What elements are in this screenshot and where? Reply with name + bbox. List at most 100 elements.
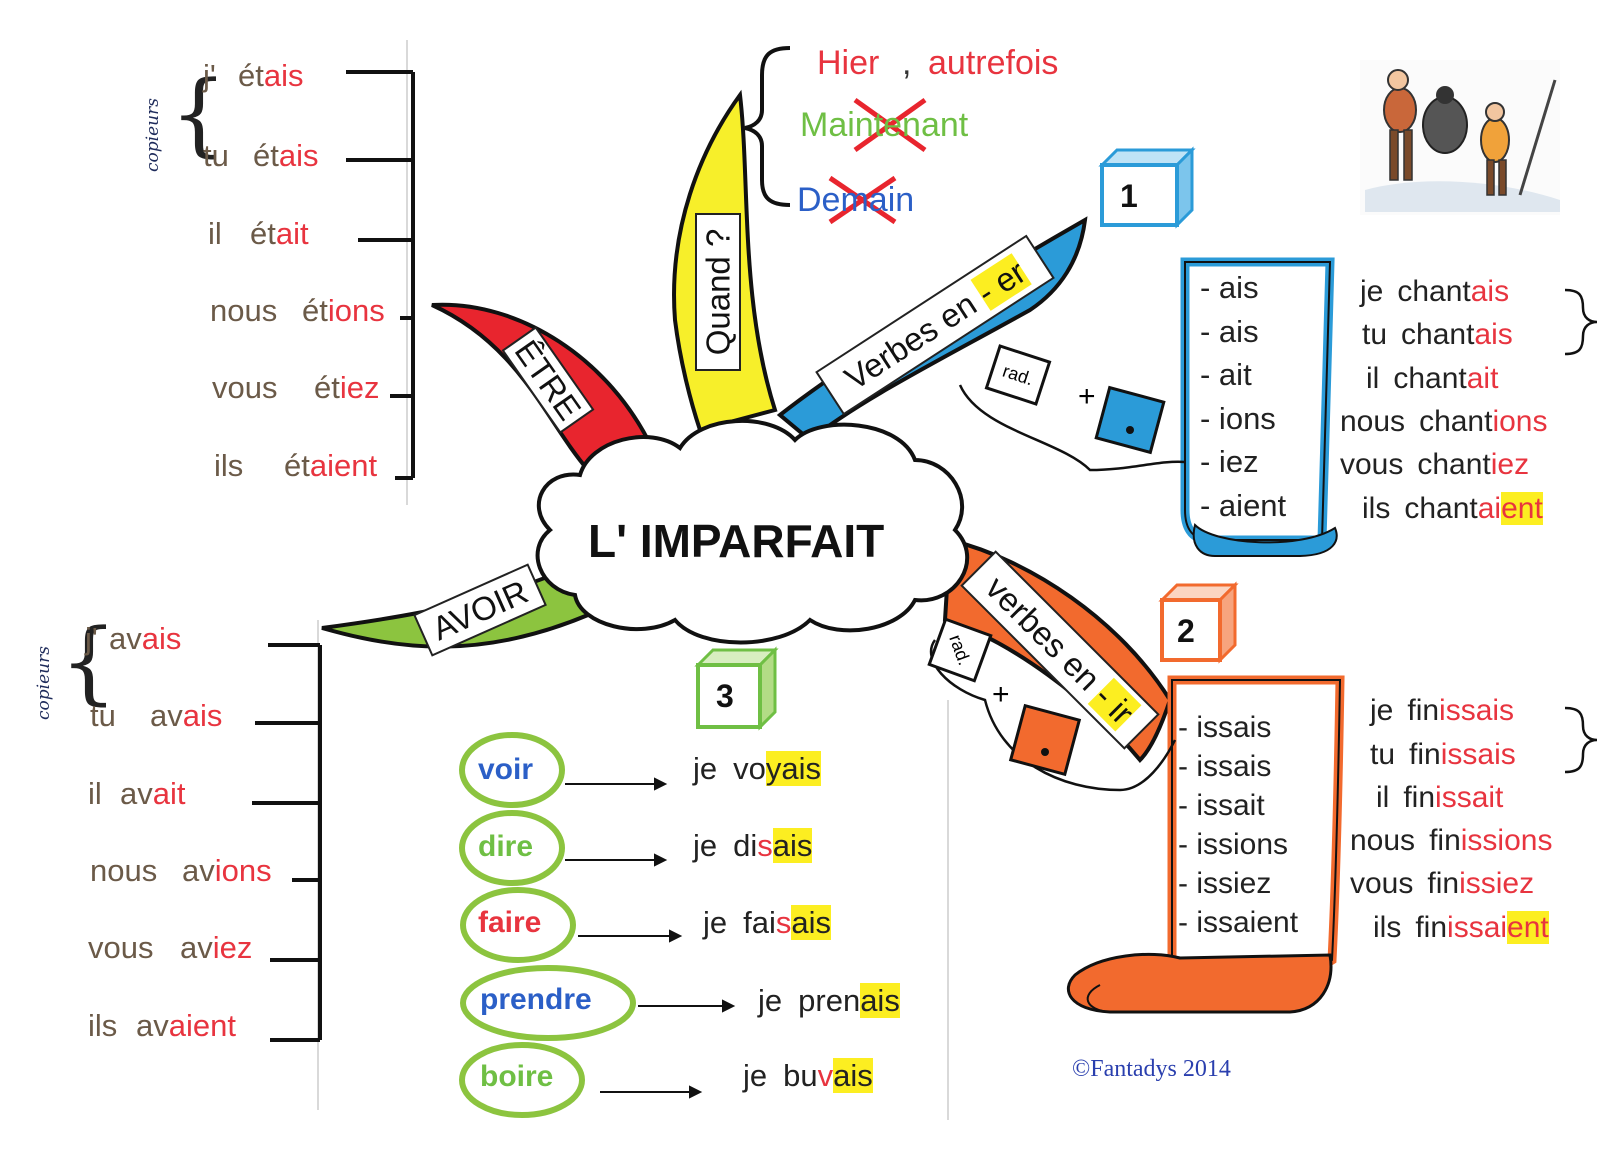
irregular-pronoun: je	[703, 905, 728, 940]
avoir-verb: avions	[182, 855, 272, 886]
avoir-verb: avais	[150, 700, 222, 731]
cube-2-number: 2	[1177, 613, 1195, 649]
avoir-copieurs-note: copieurs	[34, 646, 54, 720]
er-ending: ait	[1466, 362, 1499, 395]
avoir-ending: ais	[141, 621, 182, 656]
quand-brace	[744, 46, 791, 207]
irregular-stem: vo	[733, 751, 766, 786]
etre-ending: ions	[327, 293, 385, 328]
er-endings-scroll	[1180, 257, 1338, 557]
ir-ending: issiez	[1459, 867, 1535, 900]
irregular-infinitive: prendre	[480, 983, 592, 1016]
avoir-bracket	[252, 643, 322, 1042]
irregular-ovals	[459, 732, 636, 1118]
irregular-consonant: s	[757, 828, 773, 863]
word-demain: Demain	[797, 181, 915, 219]
word-maintenant: Maintenant	[800, 106, 969, 144]
avoir-pronoun: il	[88, 776, 102, 811]
ir-pronoun: ils	[1373, 911, 1402, 944]
travellers-illustration	[1360, 60, 1560, 215]
avoir-stem: av	[182, 853, 215, 888]
etre-label-box	[501, 326, 595, 434]
irregular-pronoun: je	[758, 983, 783, 1018]
etre-pronoun: vous	[212, 370, 278, 405]
irregular-ending: yais	[765, 751, 822, 786]
er-ending: ions	[1492, 405, 1548, 438]
avoir-pronoun: j'	[85, 621, 98, 656]
irregular-infinitive: faire	[478, 906, 542, 939]
ir-ending-item: - issais	[1178, 750, 1272, 783]
ir-ending-highlight: ent	[1507, 911, 1549, 944]
etre-pronoun: nous	[210, 293, 278, 328]
ir-pronoun: il	[1376, 781, 1390, 814]
ir-ending-item: - issais	[1178, 711, 1272, 744]
avoir-ending: aient	[168, 1008, 236, 1043]
er-puzzle-icon	[958, 344, 1186, 472]
ir-stem: fin	[1427, 867, 1460, 900]
etre-pronoun: j'	[203, 58, 216, 93]
ir-ending: issai	[1447, 911, 1508, 944]
er-ending-item: - iez	[1200, 444, 1259, 479]
er-ending-item: - ions	[1200, 400, 1276, 436]
ir-stem: fin	[1429, 824, 1461, 857]
etre-copieurs-note: copieurs	[143, 98, 163, 172]
er-ending-item: - ais	[1200, 270, 1259, 305]
irregular-consonant: v	[817, 1058, 834, 1093]
er-pronoun: il	[1366, 362, 1380, 395]
copyright: ©Fantadys 2014	[1072, 1056, 1231, 1082]
irregular-ending: ais	[860, 983, 900, 1018]
cube-3-icon	[694, 646, 779, 731]
ir-pronoun: je	[1370, 694, 1394, 727]
etre-copieurs-brace: {	[170, 62, 228, 167]
ir-ending: issais	[1439, 694, 1515, 727]
er-stem: chant	[1417, 448, 1491, 481]
cross-demain-icon	[828, 175, 897, 225]
etre-verb: étais	[238, 60, 304, 91]
ir-pronoun: vous	[1350, 867, 1414, 900]
etre-verb: étaient	[284, 450, 377, 481]
cube-1-icon	[1098, 146, 1196, 229]
avoir-verb: aviez	[180, 932, 252, 963]
ir-pronoun: tu	[1370, 738, 1396, 771]
er-stem: chant	[1419, 405, 1493, 438]
avoir-ending: ais	[182, 698, 223, 733]
avoir-verb: avaient	[136, 1010, 236, 1041]
etre-verb: était	[250, 218, 309, 249]
er-stem: chant	[1404, 492, 1478, 525]
avoir-stem: av	[136, 1008, 169, 1043]
er-stem: chant	[1401, 318, 1475, 351]
irregular-stem: di	[733, 828, 758, 863]
er-pronoun: vous	[1340, 448, 1404, 481]
irregular-stem: fai	[743, 905, 776, 940]
etre-stem: ét	[250, 216, 276, 251]
irregular-pronoun: je	[693, 751, 718, 786]
word-autrefois: autrefois	[928, 44, 1059, 82]
avoir-ending: ait	[152, 776, 186, 811]
avoir-row: j'avais	[85, 621, 181, 656]
irregular-pronoun: je	[693, 828, 718, 863]
er-brace	[1564, 288, 1598, 356]
etre-row: j' étais	[203, 58, 304, 93]
ir-endings-scroll	[1066, 675, 1345, 1014]
avoir-ending: ions	[214, 853, 272, 888]
ir-stem: fin	[1407, 694, 1440, 727]
cube-1-number: 1	[1120, 178, 1138, 214]
avoir-label-box	[413, 563, 547, 657]
etre-stem: ét	[302, 293, 328, 328]
